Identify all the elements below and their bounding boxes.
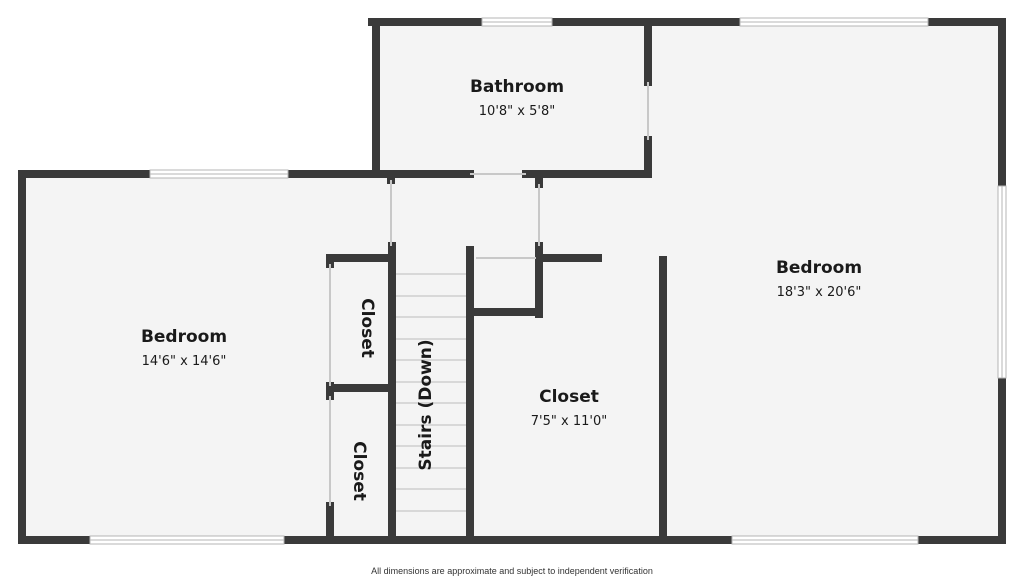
bedroom-left-name: Bedroom [141,327,227,347]
stairs-label: Stairs (Down) [416,339,436,470]
stair-treads [396,273,468,512]
window-bedroom-left-bottom [89,535,285,545]
floor-plan: Bathroom 10'8" x 5'8" Bedroom 14'6" x 14… [18,17,1007,545]
bathroom-name: Bathroom [470,77,564,97]
floor-areas [24,24,1000,540]
windows [89,17,1007,545]
closet-lower-name: Closet [349,441,369,501]
bedroom-left-dimensions: 14'6" x 14'6" [142,354,227,369]
closet-center-name: Closet [539,387,599,407]
door-openings [329,82,649,506]
floor-right-bedroom [648,24,1000,540]
window-bathroom-top [481,17,553,27]
window-bedroom-right-bottom [731,535,919,545]
bathroom-dimensions: 10'8" x 5'8" [479,104,555,119]
window-bedroom-left-top [149,169,289,179]
floor-bathroom [376,24,648,173]
bedroom-right-name: Bedroom [776,258,862,278]
bedroom-right-dimensions: 18'3" x 20'6" [777,285,862,300]
window-bedroom-right-top [739,17,929,27]
closet-center-dimensions: 7'5" x 11'0" [531,414,607,429]
walls [18,18,1006,544]
disclaimer-text: All dimensions are approximate and subje… [371,566,653,576]
closet-upper-name: Closet [357,298,377,358]
floor-hall [392,173,648,540]
window-bedroom-right-side [997,185,1007,379]
